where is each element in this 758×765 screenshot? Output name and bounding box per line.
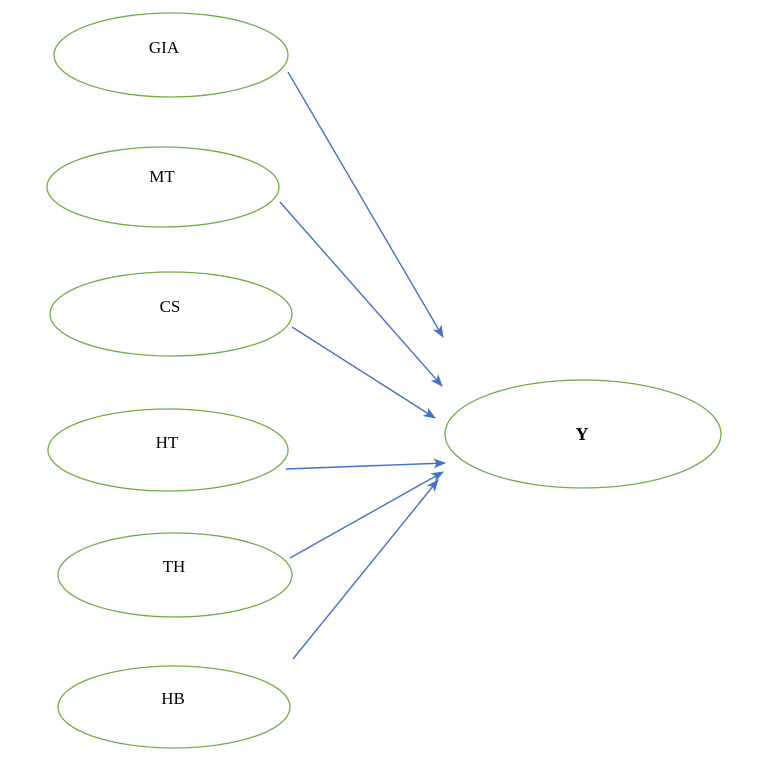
node-gia-label: GIA [149, 38, 180, 57]
node-ht-ellipse [47, 408, 289, 492]
node-y-ellipse [444, 379, 722, 489]
node-hb-label: HB [161, 689, 185, 708]
node-cs: CS [49, 271, 293, 357]
edge-group [279, 71, 446, 660]
node-th: TH [57, 532, 293, 618]
node-ht: HT [47, 408, 289, 492]
node-mt-ellipse [46, 146, 280, 228]
node-th-label: TH [163, 557, 186, 576]
node-gia: GIA [53, 12, 289, 98]
node-group: GIA MT CS HT TH HB [46, 12, 722, 749]
node-mt-label: MT [149, 167, 175, 186]
node-y-label: Y [576, 424, 589, 444]
arrow-mt-to-y [279, 201, 443, 387]
arrow-th-to-y [289, 471, 444, 559]
arrow-cs-to-y [291, 326, 436, 419]
node-hb-ellipse [57, 665, 291, 749]
node-y: Y [444, 379, 722, 489]
arrow-gia-to-y [287, 71, 444, 338]
node-th-ellipse [57, 532, 293, 618]
node-gia-ellipse [53, 12, 289, 98]
node-ht-label: HT [156, 433, 179, 452]
arrow-ht-to-y [285, 458, 446, 470]
arrow-hb-to-y [292, 479, 439, 660]
node-mt: MT [46, 146, 280, 228]
node-cs-label: CS [160, 297, 181, 316]
node-cs-ellipse [49, 271, 293, 357]
node-hb: HB [57, 665, 291, 749]
